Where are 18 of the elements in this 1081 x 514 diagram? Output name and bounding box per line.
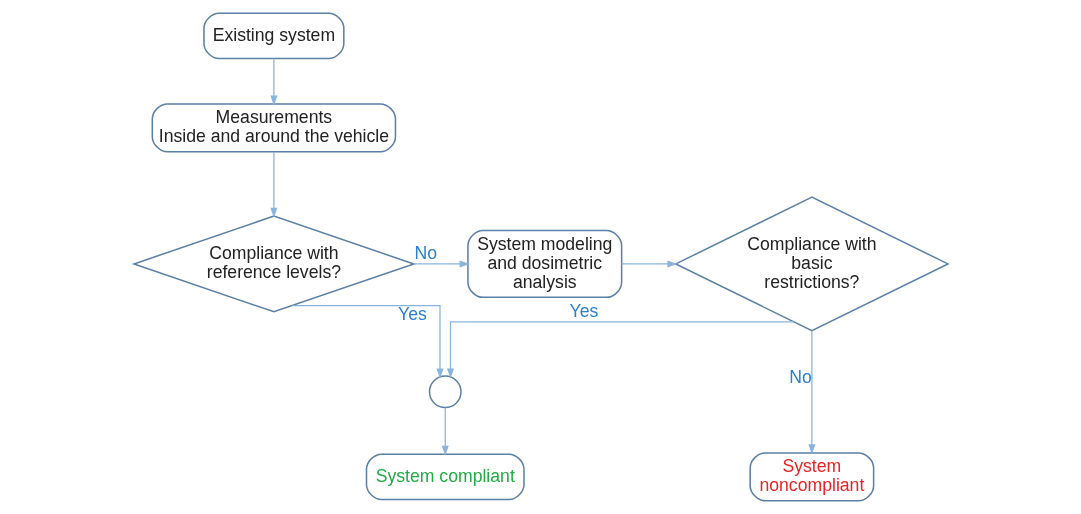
node-box: System compliant (365, 453, 525, 501)
edge-label: No (414, 243, 437, 264)
arrow (620, 260, 677, 268)
arrow (441, 407, 449, 456)
node-box: Existing system (202, 12, 345, 60)
node-box: System modeling and dosimetric analysis (466, 229, 622, 299)
node-circle (428, 375, 462, 409)
edge-label: No (788, 367, 812, 388)
edge-label: Yes (569, 301, 598, 322)
arrow (807, 330, 815, 455)
arrow (446, 321, 794, 379)
node-diamond: Compliance with basic restrictions? (673, 196, 950, 332)
arrow (291, 304, 444, 379)
arrow (269, 58, 277, 106)
node-box: Measurements Inside and around the vehicle (151, 103, 396, 153)
arrow (269, 151, 277, 218)
arrow (412, 260, 470, 268)
node-box: System noncompliant (748, 452, 874, 502)
